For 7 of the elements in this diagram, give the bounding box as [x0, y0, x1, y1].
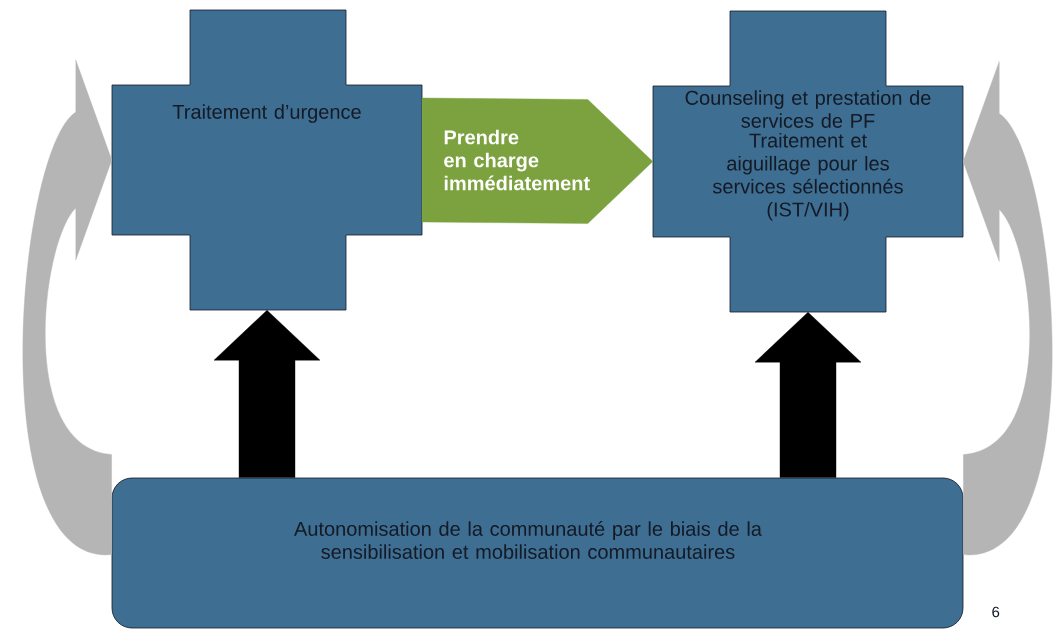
- page-number: 6: [992, 606, 1000, 618]
- curved-arrow: [22, 59, 112, 555]
- block-arrow: [754, 312, 862, 478]
- block-arrow: [213, 310, 321, 478]
- curved-arrow: [963, 61, 1053, 555]
- rounded-box: Autonomisation de la communauté par le biais de la sensibilisation et mobilisation communautaires: [111, 477, 964, 629]
- edge-label: Prendre en charge immédiatement: [444, 129, 590, 191]
